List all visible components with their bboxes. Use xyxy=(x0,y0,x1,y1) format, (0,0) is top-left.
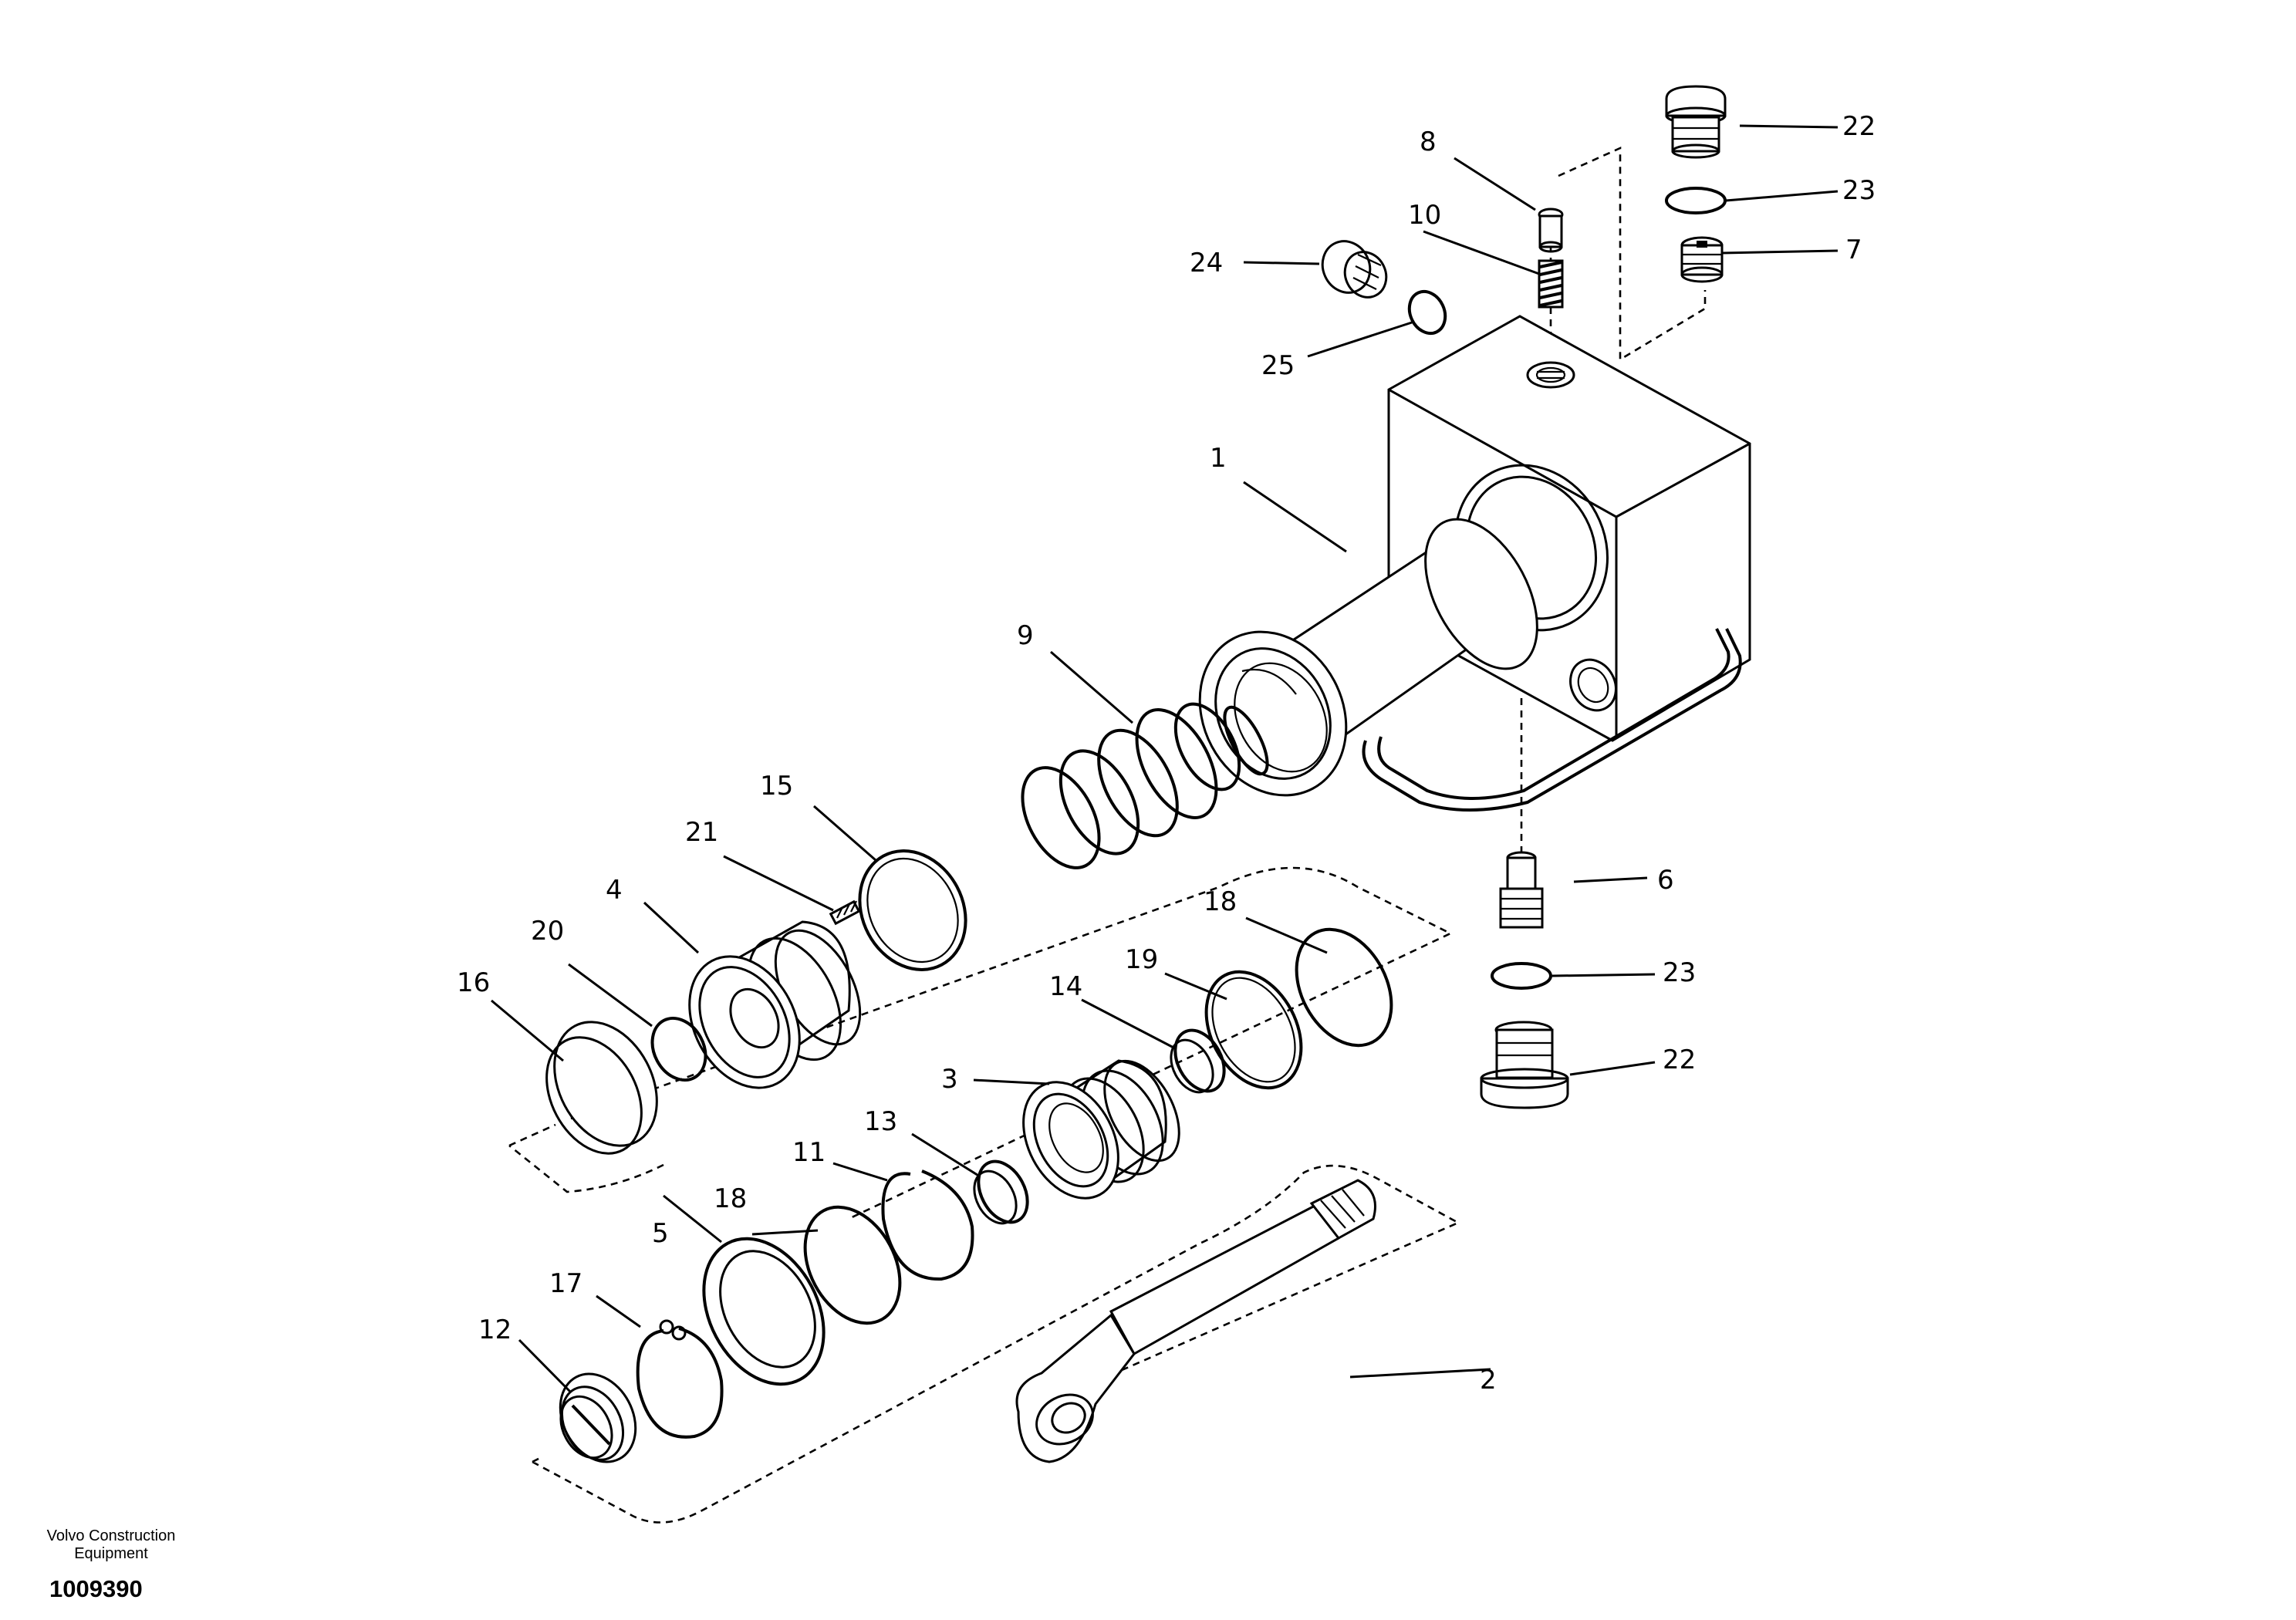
callout-2: 2 xyxy=(1480,1365,1497,1396)
part-16-ring xyxy=(545,1021,658,1155)
drawing-number: 1009390 xyxy=(49,1575,143,1602)
part-23-bottom-oring xyxy=(1491,962,1552,990)
callout-11: 11 xyxy=(792,1137,826,1168)
callout-20: 20 xyxy=(531,916,564,947)
leader-lines xyxy=(491,124,1838,1394)
title-block: Volvo Construction Equipment 1009390 xyxy=(26,1527,196,1603)
part-22-bottom-plug xyxy=(1480,1021,1569,1109)
callout-labels: 1 2 3 4 5 6 7 8 9 10 11 12 13 14 15 16 1… xyxy=(457,111,1876,1396)
callout-21: 21 xyxy=(685,817,718,848)
part-10-spring xyxy=(1538,259,1564,309)
part-7-plug xyxy=(1680,236,1724,283)
callout-9: 9 xyxy=(1017,620,1034,651)
part-18-oring-lower xyxy=(803,1205,902,1325)
company-line-1: Volvo Construction xyxy=(46,1527,176,1544)
callout-4: 4 xyxy=(606,875,623,906)
part-19-ring-inner xyxy=(1211,977,1296,1083)
boundary-piston-group xyxy=(508,866,1453,1220)
part-24-plug xyxy=(1321,240,1388,299)
part-5-washer xyxy=(702,1237,826,1386)
company-name: Volvo Construction Equipment xyxy=(26,1527,196,1563)
part-15-ring-inner xyxy=(866,857,959,964)
callout-6: 6 xyxy=(1657,865,1674,896)
callout-3: 3 xyxy=(941,1064,958,1095)
assembly-boundaries xyxy=(508,146,1707,1524)
callout-7: 7 xyxy=(1845,235,1862,265)
part-2-piston-rod xyxy=(1015,1179,1376,1463)
part-22-top-plug xyxy=(1665,85,1727,159)
part-25-oring xyxy=(1407,289,1447,336)
part-11-snap-ring xyxy=(881,1169,974,1281)
callout-24: 24 xyxy=(1190,248,1223,278)
part-20-oring xyxy=(650,1016,707,1082)
part-21-set-screw xyxy=(829,899,861,926)
callout-13: 13 xyxy=(864,1106,897,1137)
part-4-gland xyxy=(688,920,862,1089)
callout-14: 14 xyxy=(1049,971,1082,1002)
callout-23-bottom: 23 xyxy=(1663,957,1696,988)
part-9-spring xyxy=(1021,702,1269,869)
part-12-bushing xyxy=(559,1372,637,1463)
part-18-oring-upper xyxy=(1295,927,1393,1048)
callout-16: 16 xyxy=(457,967,490,998)
callout-22-bottom: 22 xyxy=(1663,1045,1696,1075)
part-13-ring xyxy=(973,1159,1029,1225)
part-6-fitting xyxy=(1499,851,1544,929)
callout-19: 19 xyxy=(1125,944,1158,975)
callout-18-upper: 18 xyxy=(1204,886,1237,917)
part-1-cylinder-body xyxy=(1198,315,1751,812)
callout-1: 1 xyxy=(1210,443,1227,474)
callout-12: 12 xyxy=(478,1315,512,1345)
callout-23-top: 23 xyxy=(1842,175,1876,206)
boundary-top-right xyxy=(1558,146,1707,362)
part-8-screw xyxy=(1538,208,1564,253)
part-23-top-oring xyxy=(1665,187,1727,214)
part-15-ring xyxy=(858,849,967,971)
part-19-ring xyxy=(1204,970,1303,1090)
callout-22-top: 22 xyxy=(1842,111,1876,142)
company-line-2: Equipment xyxy=(74,1545,148,1562)
callout-8: 8 xyxy=(1420,127,1437,157)
callout-18-lower: 18 xyxy=(714,1183,747,1214)
part-14-ring xyxy=(1170,1028,1226,1094)
part-17-snap-ring xyxy=(636,1319,724,1439)
callout-15: 15 xyxy=(760,771,793,802)
callout-25: 25 xyxy=(1261,350,1295,381)
callout-10: 10 xyxy=(1408,200,1441,231)
part-3-piston xyxy=(1022,1059,1180,1200)
callout-17: 17 xyxy=(549,1268,582,1299)
boundary-rod-group xyxy=(532,1164,1460,1524)
callout-5: 5 xyxy=(652,1218,669,1249)
